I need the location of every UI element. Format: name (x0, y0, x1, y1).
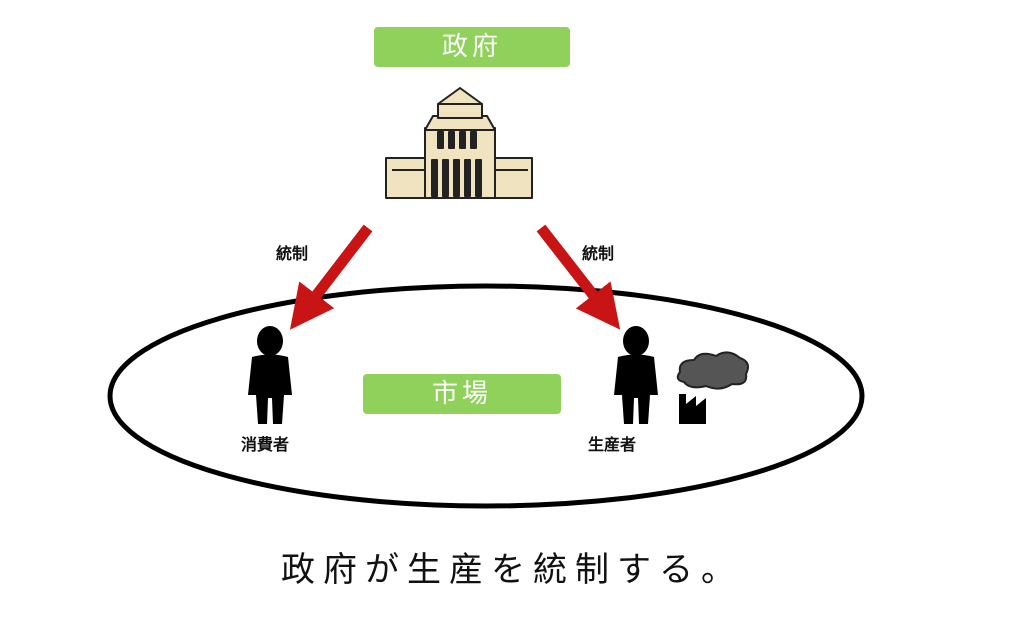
consumer-person-icon (248, 326, 292, 424)
control-arrow-left (289, 224, 373, 330)
market-ellipse (107, 283, 865, 509)
producer-person-icon (614, 326, 658, 424)
control-label-left: 統制 (276, 244, 309, 263)
control-label-right: 統制 (582, 244, 615, 263)
government-badge: 政府 (374, 27, 570, 67)
producer-label: 生産者 (588, 435, 637, 454)
market-badge: 市場 (363, 374, 561, 414)
factory-icon (676, 351, 749, 424)
parliament-building-icon (385, 87, 533, 199)
caption: 政府が生産を統制する。 (281, 550, 743, 590)
consumer-label: 消費者 (241, 435, 290, 454)
control-arrow-right (536, 224, 621, 330)
